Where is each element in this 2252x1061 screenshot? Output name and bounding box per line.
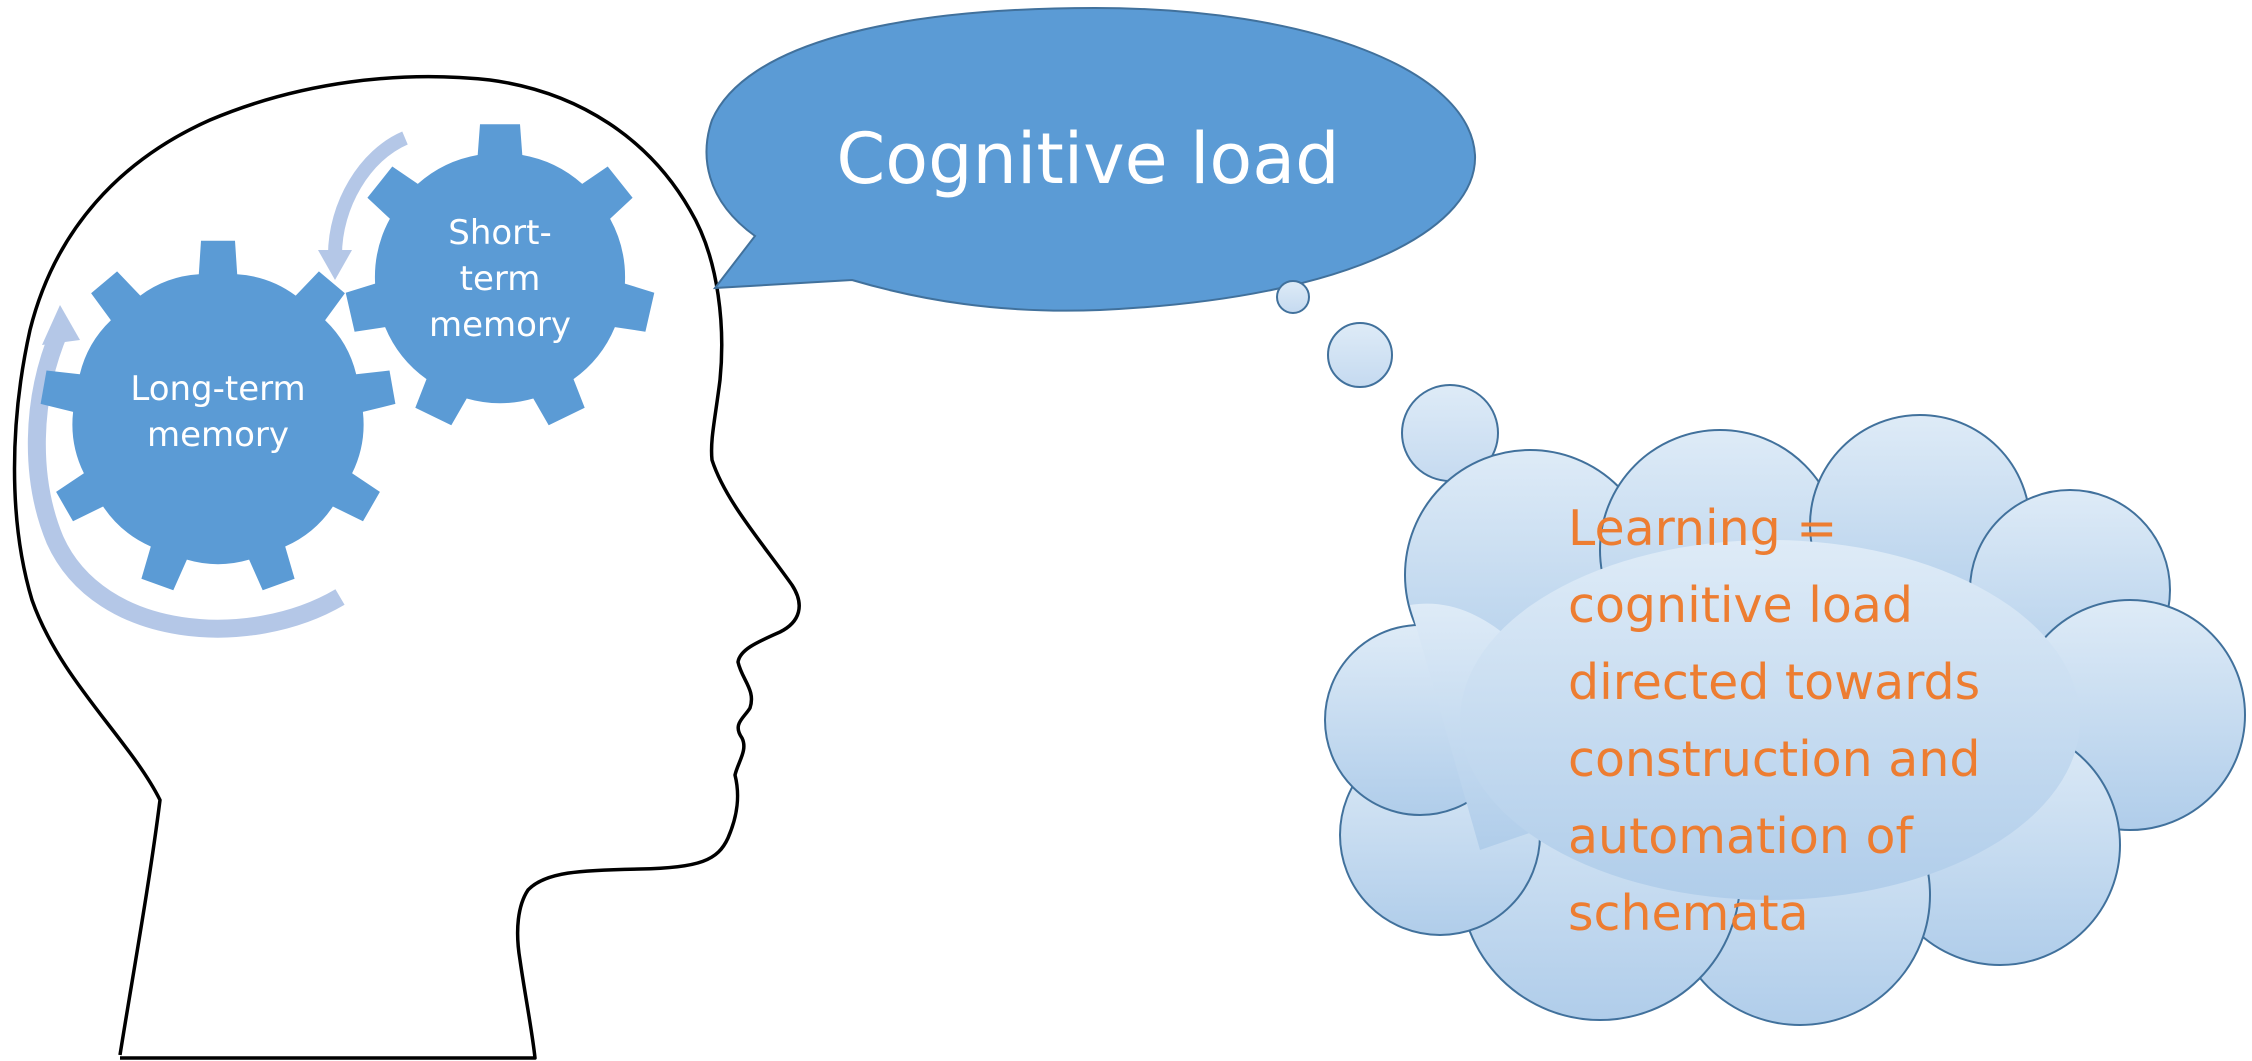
cloud-line-4: construction and xyxy=(1568,731,1980,788)
thought-bubble-medium xyxy=(1327,322,1393,388)
cloud-line-3: directed towards xyxy=(1568,654,1980,711)
cloud-line-5: automation of xyxy=(1568,808,1914,865)
long-term-memory-gear-icon xyxy=(40,240,396,591)
thought-cloud xyxy=(1324,414,2246,1026)
curved-arrow-small-head-icon xyxy=(318,250,352,280)
speech-bubble xyxy=(705,6,1477,312)
cloud-line-2: cognitive load xyxy=(1568,577,1913,634)
cloud-line-1: Learning = xyxy=(1568,500,1837,557)
long-term-memory-label-line-1: Long-term xyxy=(130,369,305,409)
curved-arrow-small-icon xyxy=(328,131,408,256)
long-term-memory-label-line-2: memory xyxy=(147,415,289,455)
short-term-memory-label-line-1: Short- xyxy=(448,213,552,253)
cloud-line-6: schemata xyxy=(1568,885,1809,942)
short-term-memory-label-line-3: memory xyxy=(429,305,571,345)
short-term-memory-gear-icon xyxy=(345,124,655,426)
thought-bubble-small xyxy=(1276,280,1310,314)
speech-bubble-text: Cognitive load xyxy=(836,118,1339,200)
curved-arrow-large-head-icon xyxy=(42,305,80,345)
short-term-memory-label-line-2: term xyxy=(460,259,541,299)
curved-arrow-large-icon xyxy=(27,326,345,638)
